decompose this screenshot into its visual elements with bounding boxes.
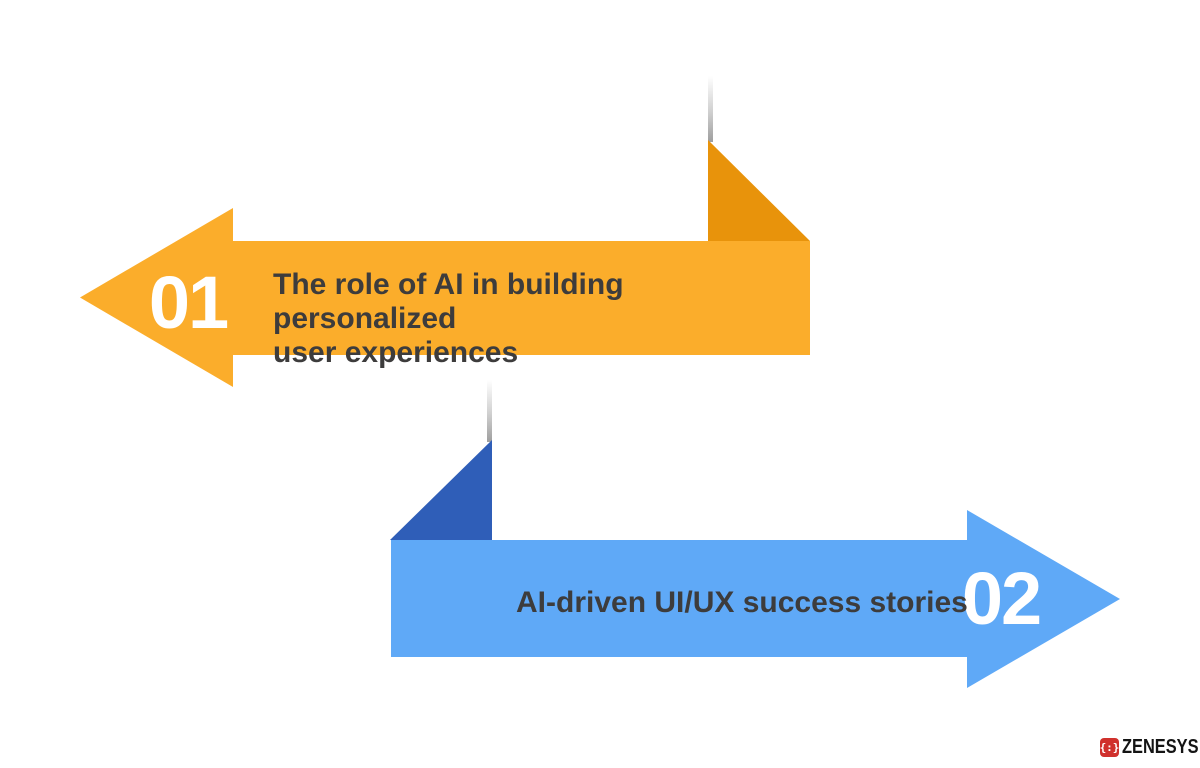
brand-logo: {:} ZENESYS [1100, 736, 1200, 759]
code-braces-icon: {:} [1100, 738, 1119, 757]
brand-name: ZENESYS [1122, 736, 1199, 758]
step-title-line-1: The role of AI in building personalized [273, 268, 624, 335]
ribbon-shadow-edge [708, 76, 713, 142]
ribbon-fold-triangle [708, 140, 810, 241]
ribbon-fold-triangle [390, 440, 492, 540]
step-title: The role of AI in building personalized … [273, 268, 793, 370]
ribbon-bar [233, 241, 810, 355]
step-title-line-2: user experiences [273, 336, 519, 369]
step-number: 02 [961, 557, 1042, 640]
ribbon-bar [391, 540, 967, 657]
ribbon-shadow-edge [487, 380, 492, 442]
step-title: AI-driven UI/UX success stories [516, 586, 968, 619]
step-number: 01 [148, 261, 229, 344]
